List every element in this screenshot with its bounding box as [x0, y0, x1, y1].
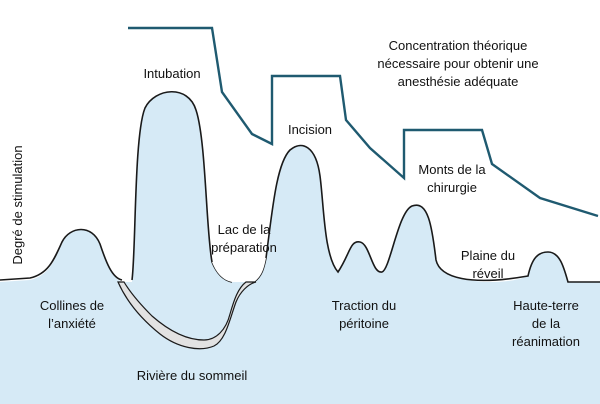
label-lac-line2: préparation — [211, 240, 277, 255]
label-intubation: Intubation — [143, 66, 201, 81]
label-collines-line1: Collines de — [39, 298, 105, 313]
label-traction-line1: Traction du — [331, 298, 397, 313]
concentration-line — [128, 26, 599, 218]
label-riviere: Rivière du sommeil — [136, 368, 248, 383]
label-incision: Incision — [287, 122, 333, 137]
label-haute-line3: réanimation — [512, 334, 580, 349]
label-plaine-line1: Plaine du — [460, 248, 516, 263]
concentration-label-line3: anesthésie adéquate — [397, 74, 519, 89]
label-monts-line1: Monts de la — [418, 162, 486, 177]
label-monts-line2: chirurgie — [427, 180, 477, 195]
concentration-label-line1: Concentration théorique — [388, 38, 528, 53]
label-collines-line2: l’anxiété — [48, 316, 96, 331]
label-traction-line2: péritoine — [339, 316, 389, 331]
concentration-label-line2: nécessaire pour obtenir une — [377, 56, 539, 71]
label-haute-line2: de la — [531, 316, 561, 331]
lake-basin — [212, 258, 266, 282]
label-haute-line1: Haute-terre — [513, 298, 579, 313]
label-plaine-line2: réveil — [472, 266, 504, 281]
label-lac-line1: Lac de la — [217, 222, 271, 237]
river-of-sleep — [117, 281, 257, 350]
y-axis-label: Degré de stimulation — [10, 145, 25, 265]
